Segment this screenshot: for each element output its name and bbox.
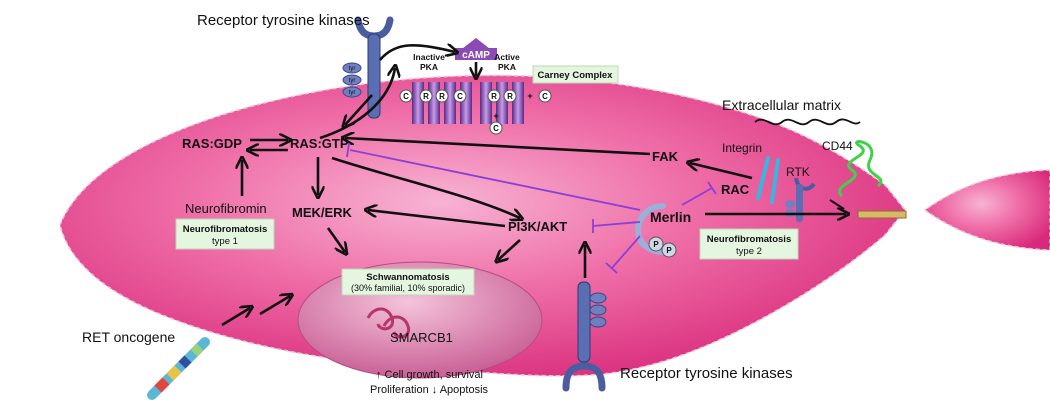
pka-inactive-label: PKA [420, 62, 438, 72]
plus-label: + [493, 111, 498, 121]
subunit-r-label: R [507, 92, 513, 101]
neurofibromin-label: Neurofibromin [185, 201, 267, 216]
ras-gdp-node: RAS:GDP [182, 136, 242, 151]
ret-oncogene-label: RET oncogene [82, 329, 175, 345]
merlin-node: Merlin [650, 209, 691, 225]
merlin-inhibits-rtk [605, 235, 641, 274]
schwannomatosis-title: Schwannomatosis [366, 272, 449, 283]
mek-erk-node: MEK/ERK [292, 205, 353, 220]
outcome-line-1: ↑ Cell growth, survival [376, 369, 483, 381]
rtk-bottom-label: Receptor tyrosine kinases [620, 365, 793, 382]
subunit-c-label: C [493, 124, 499, 133]
subunit-r-label: R [439, 92, 445, 101]
pi3k-to-nucleus-arrow [498, 239, 521, 260]
extracellular-matrix-label: Extracellular matrix [722, 97, 841, 113]
pi3k-to-mekerk-arrow [368, 210, 506, 228]
mekerk-to-nucleus-arrow [326, 227, 345, 252]
merlin-inhibits-rac [681, 181, 717, 206]
tyr-label: tyr [349, 90, 356, 96]
ecm-fiber [754, 118, 861, 126]
fak-to-rasgtp-arrow [345, 138, 651, 156]
phospho-label: P [666, 246, 672, 255]
pka-inactive-label: Inactive [413, 52, 445, 62]
rtk-small-receptor [785, 177, 816, 222]
adjacent-cell [923, 169, 1050, 251]
rtk-to-camp-arrow [379, 45, 455, 61]
rtk-small-label: RTK [786, 165, 810, 179]
subunit-c-label: C [457, 92, 463, 101]
rac-node: RAC [721, 182, 750, 197]
tyr-label: tyr [349, 66, 356, 72]
smarcb1-label: SMARCB1 [390, 330, 453, 345]
outcome-line-2: Proliferation ↓ Apoptosis [370, 384, 489, 396]
integrin-label: Integrin [722, 141, 762, 155]
nf2-subtitle: type 2 [736, 246, 762, 257]
receptor-tyrosine-kinase-top: tyr tyr tyr [342, 16, 394, 119]
integrin-receptor [756, 156, 780, 204]
nf1-title: Neurofibromatosis [183, 224, 267, 235]
carney-complex-box [532, 65, 619, 84]
pka-active-label: PKA [498, 62, 516, 72]
rtk-top-label: Receptor tyrosine kinases [197, 12, 370, 29]
pi3k-akt-node: PI3K/AKT [508, 219, 567, 234]
schwannomatosis-subtitle: (30% familial, 10% sporadic) [351, 283, 465, 293]
fak-node: FAK [652, 149, 679, 164]
camp-triangle: cAMP [455, 38, 497, 61]
integrin-to-fak-arrow [690, 163, 753, 180]
cd44-label: CD44 [822, 139, 853, 153]
cd44-receptor [838, 140, 883, 198]
ret-arrow-2 [259, 296, 290, 316]
camp-label: cAMP [462, 50, 490, 61]
ret-receptor [147, 337, 210, 400]
rasgtp-to-pi3k-arrow [331, 156, 520, 218]
merlin-inhibits-pi3k [592, 219, 641, 233]
receptor-tyrosine-kinase-bottom [562, 281, 607, 392]
subunit-r-label: R [423, 92, 429, 101]
subunit-r-label: R [491, 92, 497, 101]
pka-inactive: C R R C [399, 82, 472, 124]
rtk-to-rasgtp-arrow [345, 94, 373, 125]
nf1-subtitle: type 1 [212, 236, 238, 247]
schwannomatosis-box [341, 268, 475, 296]
ret-arrow-1 [221, 308, 250, 327]
plus-label: + [527, 91, 532, 101]
cell-junction [857, 210, 907, 219]
phospho-label: P [653, 240, 659, 249]
subunit-c-label: C [542, 92, 548, 101]
pka-active-label: Active [494, 52, 520, 62]
nf2-box [699, 228, 799, 260]
merlin-inhibits-rasgtp [346, 142, 641, 211]
subunit-c-label: C [403, 92, 409, 101]
tyr-label: tyr [349, 78, 356, 84]
nf1-box [175, 218, 275, 250]
merlin-protein: P P [634, 203, 677, 258]
smarcb1-gene [366, 307, 411, 339]
pka-active: R R + C + C [480, 82, 552, 135]
rasgtp-to-pka-arrow [319, 68, 395, 140]
nf2-title: Neurofibromatosis [707, 234, 791, 245]
carney-complex-label: Carney Complex [538, 70, 614, 81]
ras-gtp-node: RAS:GTP [290, 136, 349, 151]
